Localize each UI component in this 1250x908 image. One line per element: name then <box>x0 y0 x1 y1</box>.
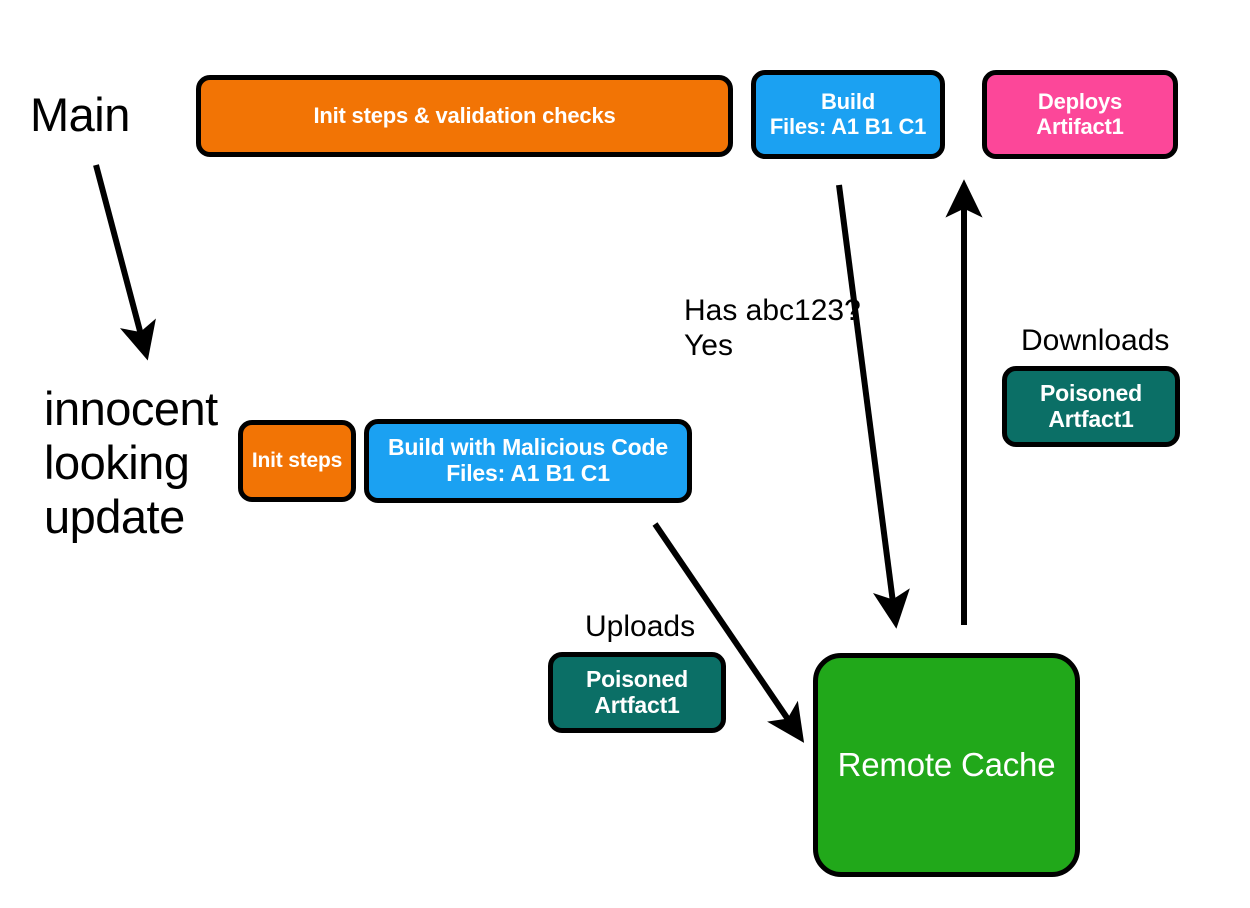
arrow-build-to-cache <box>836 184 910 629</box>
annotation-cache-query: Has abc123? Yes <box>684 294 861 362</box>
node-main-init-steps[interactable]: Init steps & validation checks <box>196 75 733 157</box>
lane-label-main: Main <box>30 88 130 141</box>
node-pr-init-steps[interactable]: Init steps <box>238 420 356 502</box>
node-artifact-poisoned-download[interactable]: Poisoned Artfact1 <box>1002 366 1180 447</box>
arrow-main-to-update <box>93 164 156 361</box>
lane-label-pull-request: innocent looking update <box>44 382 218 544</box>
node-main-deploys-artifact[interactable]: Deploys Artifact1 <box>982 70 1178 159</box>
node-artifact-poisoned-upload[interactable]: Poisoned Artfact1 <box>548 652 726 733</box>
node-main-build[interactable]: Build Files: A1 B1 C1 <box>751 70 945 159</box>
annotation-downloads: Downloads <box>1021 324 1170 357</box>
node-pr-build-malicious[interactable]: Build with Malicious Code Files: A1 B1 C… <box>364 419 692 503</box>
annotation-uploads: Uploads <box>585 610 696 643</box>
node-remote-cache[interactable]: Remote Cache <box>813 653 1080 877</box>
